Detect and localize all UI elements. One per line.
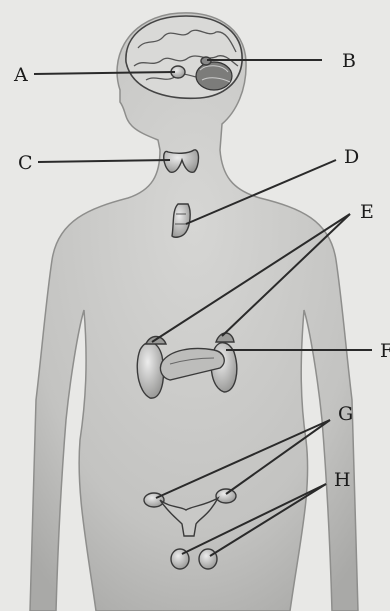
label-e: E <box>360 201 374 223</box>
brain-illustration <box>126 16 242 98</box>
label-h: H <box>334 469 351 491</box>
label-b: B <box>342 50 356 72</box>
label-g: G <box>338 403 353 425</box>
label-a: A <box>13 64 28 86</box>
label-f: F <box>380 340 390 362</box>
label-c: C <box>18 152 33 174</box>
label-d: D <box>344 146 359 168</box>
